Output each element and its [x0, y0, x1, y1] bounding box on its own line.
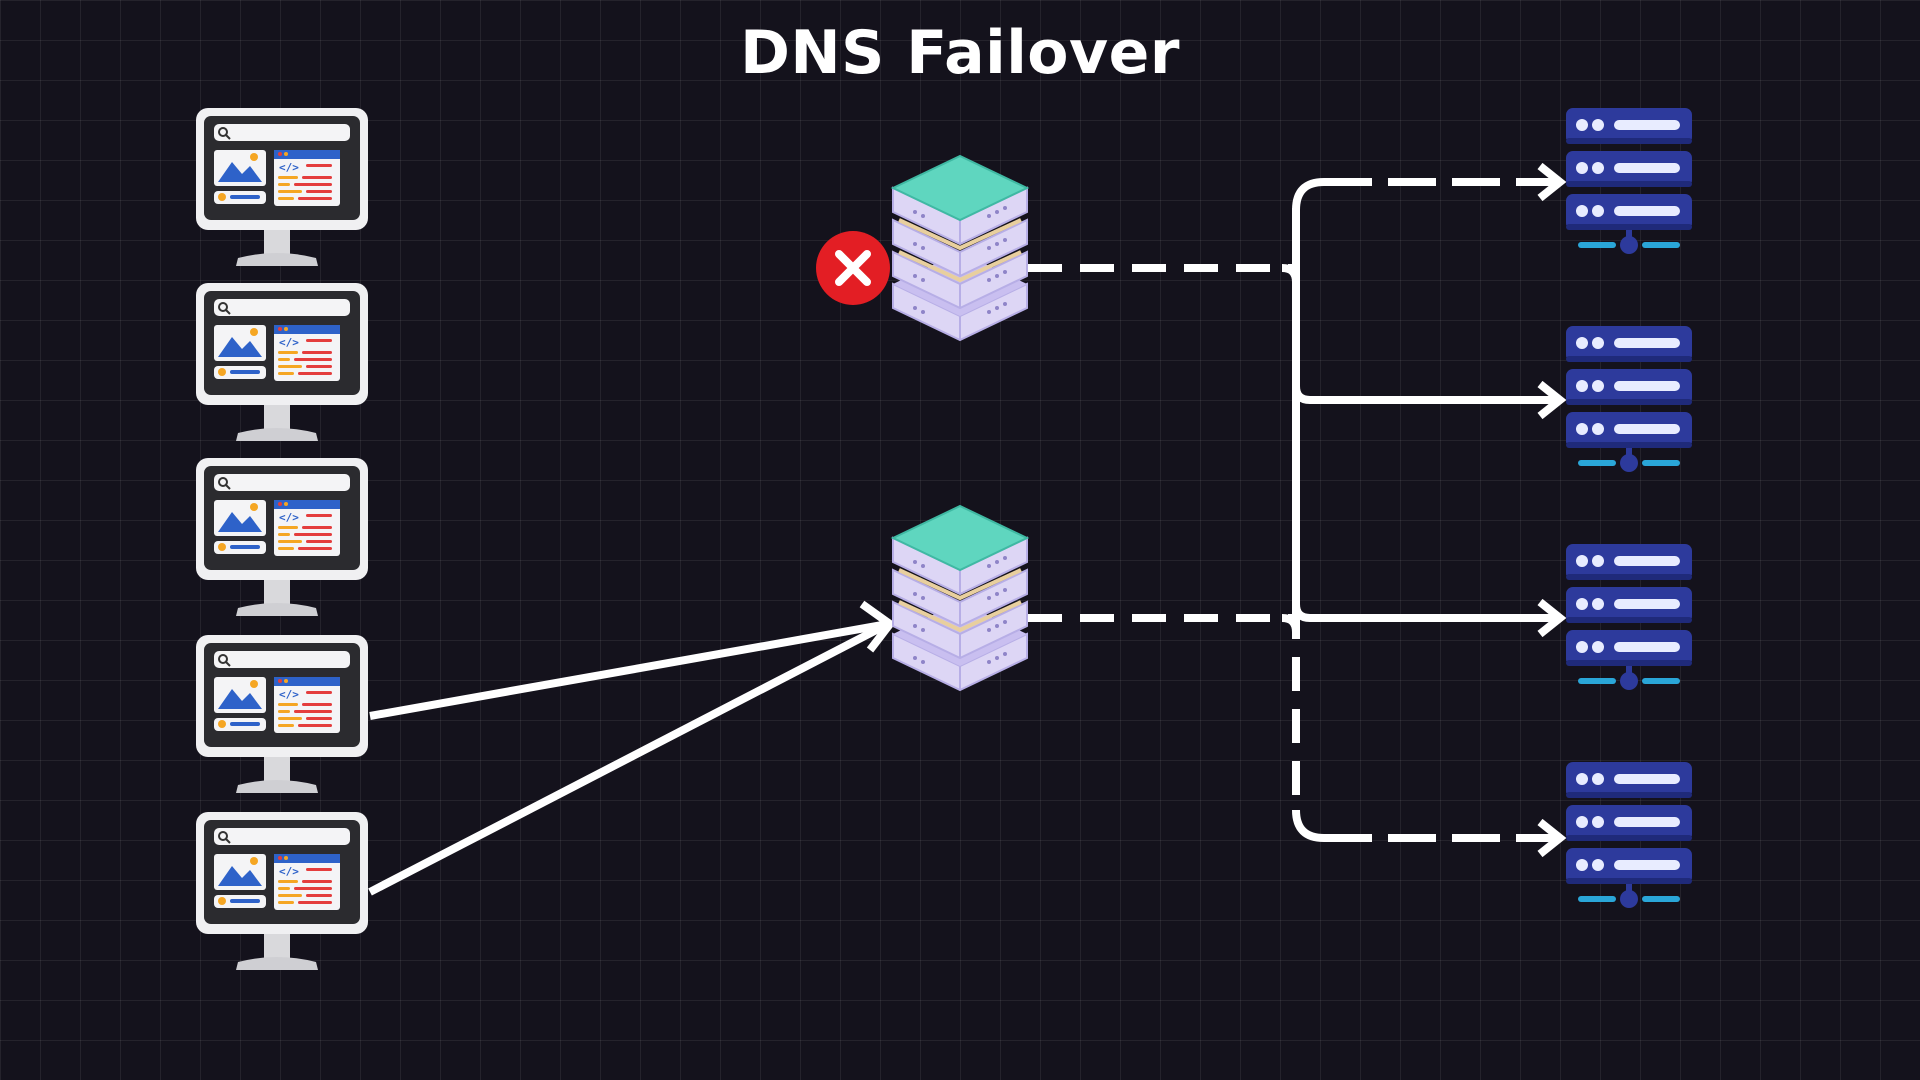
server-rack-icon — [1566, 326, 1692, 472]
client-column — [195, 107, 369, 971]
server-rack-icon — [1566, 762, 1692, 908]
dns-server-stack-icon — [891, 154, 1029, 342]
branch-to-server-3 — [1292, 603, 1556, 622]
failed-x-icon — [816, 231, 890, 305]
bus-junction-bottom — [1281, 614, 1300, 633]
arrowhead-server-2 — [1537, 380, 1567, 420]
branch-to-server-2 — [1292, 385, 1556, 404]
backend-server-column — [1566, 108, 1692, 908]
server-rack-icon — [1566, 108, 1692, 254]
client-monitor-icon — [195, 282, 369, 442]
client-monitor-icon — [195, 811, 369, 971]
client-monitor-icon — [195, 634, 369, 794]
client-to-dns-arrowhead — [859, 600, 896, 653]
server-rack-icon — [1566, 544, 1692, 690]
dns-server-stack-icon — [891, 504, 1029, 692]
client-5-to-dns-arrow — [368, 620, 890, 896]
diagram-title: DNS Failover — [740, 18, 1180, 88]
client-monitor-icon — [195, 457, 369, 617]
bus-junction-top — [1281, 264, 1300, 283]
connection-lines — [368, 162, 1567, 896]
client-4-to-dns-arrow — [369, 620, 889, 720]
arrowhead-server-3 — [1537, 598, 1567, 638]
bus-top-curve — [1292, 178, 1325, 211]
arrowhead-server-1 — [1537, 162, 1567, 202]
client-monitor-icon — [195, 107, 369, 267]
bus-bottom-curve — [1292, 809, 1325, 842]
dns-server-column — [816, 154, 1029, 692]
arrowhead-server-4 — [1537, 818, 1567, 858]
